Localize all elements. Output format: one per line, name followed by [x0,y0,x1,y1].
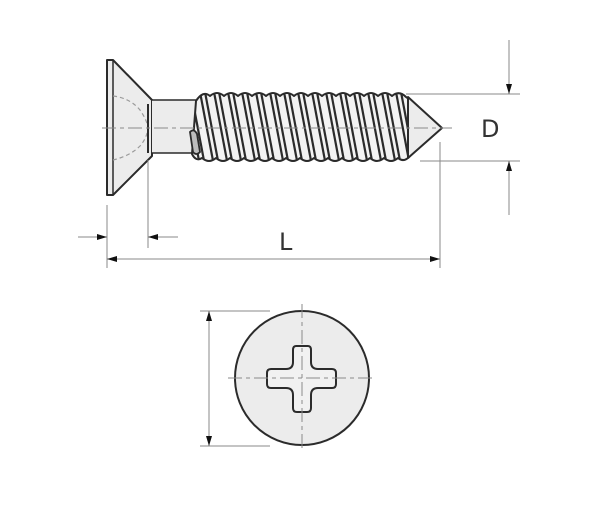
diameter-label: D [481,115,500,143]
length-label: L [279,228,293,256]
phillips-recess [266,345,337,413]
dimension-d [406,40,520,215]
dimension-head-thickness [78,160,178,268]
top-view [228,304,376,452]
screw-shank [152,100,198,153]
dimension-l [107,142,441,268]
thread-section [189,92,411,162]
side-view [102,59,452,196]
dimension-head-diameter [200,310,270,447]
